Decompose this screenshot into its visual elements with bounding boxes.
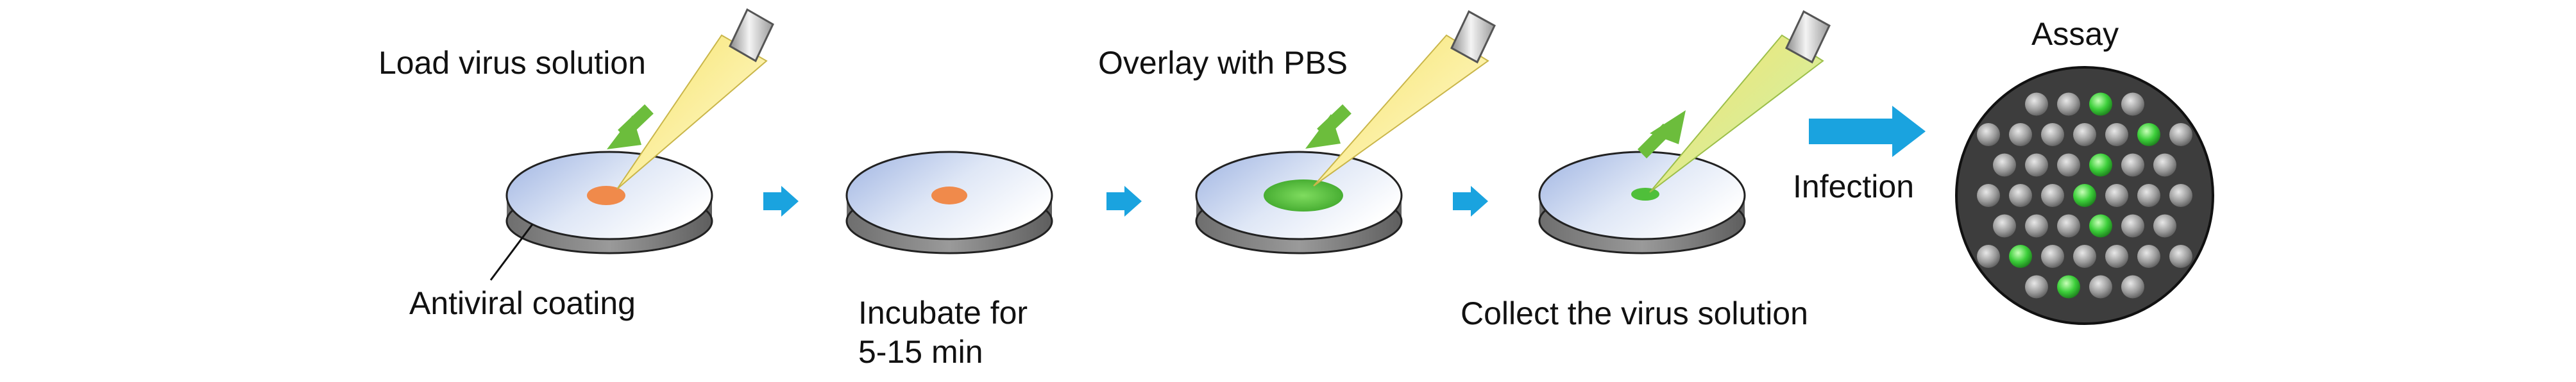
infected-cell [2137, 123, 2160, 146]
arrow-into-disc [1305, 104, 1352, 149]
pipette [1313, 10, 1496, 187]
step-collect: Collect the virus solution [1461, 10, 1831, 331]
step-label-collect: Collect the virus solution [1461, 295, 1808, 331]
uninfected-cell [1977, 184, 2000, 207]
uninfected-cell [2153, 214, 2176, 238]
infected-cell [2073, 184, 2096, 207]
uninfected-cell [2057, 153, 2080, 177]
step-label-overlay: Overlay with PBS [1098, 45, 1348, 81]
uninfected-cell [2089, 275, 2112, 299]
uninfected-cell [2169, 123, 2192, 146]
virus-spot [931, 187, 967, 204]
step-load-virus: Load virus solution Antiviral coating [378, 8, 774, 321]
infected-cell [2089, 153, 2112, 177]
pbs-spot [1264, 179, 1343, 212]
infected-cell [2089, 92, 2112, 116]
infected-cell [2009, 245, 2032, 268]
uninfected-cell [2025, 92, 2048, 116]
blue-arrow [763, 186, 799, 217]
pipette [616, 8, 774, 190]
uninfected-cell [2121, 275, 2144, 299]
step-incubate: Incubate for 5-15 min [845, 151, 1053, 370]
step-label-incubate-line2: 5-15 min [858, 334, 983, 370]
uninfected-cell [2009, 184, 2032, 207]
uninfected-cell [2137, 184, 2160, 207]
uninfected-cell [1977, 123, 2000, 146]
uninfected-cell [2153, 153, 2176, 177]
uninfected-cell [2105, 184, 2128, 207]
uninfected-cell [1993, 153, 2016, 177]
residual-spot [1631, 188, 1659, 201]
assay-label: Assay [2031, 16, 2119, 52]
coating-label: Antiviral coating [409, 285, 636, 321]
uninfected-cell [2057, 214, 2080, 238]
uninfected-cell [1993, 214, 2016, 238]
uninfected-cell [2025, 214, 2048, 238]
virus-spot [587, 186, 625, 205]
uninfected-cell [2041, 245, 2064, 268]
uninfected-cell [2073, 245, 2096, 268]
uninfected-cell [2041, 123, 2064, 146]
infection-arrow [1809, 106, 1926, 157]
cell-field [1977, 92, 2192, 299]
uninfected-cell [2169, 184, 2192, 207]
uninfected-cell [2105, 245, 2128, 268]
assay-plate: Assay [1955, 16, 2214, 325]
uninfected-cell [2169, 245, 2192, 268]
arrow-into-disc [607, 104, 654, 149]
uninfected-cell [2025, 153, 2048, 177]
uninfected-cell [2137, 245, 2160, 268]
arrow-out-of-disc [1637, 110, 1686, 159]
pipette [1649, 10, 1831, 193]
uninfected-cell [1977, 245, 2000, 268]
uninfected-cell [2041, 184, 2064, 207]
uninfected-cell [2057, 92, 2080, 116]
blue-arrow [1453, 186, 1488, 217]
infected-cell [2057, 275, 2080, 299]
step-label-incubate-line1: Incubate for [858, 295, 1028, 331]
uninfected-cell [2009, 123, 2032, 146]
blue-arrow [1106, 186, 1142, 217]
infected-cell [2089, 214, 2112, 238]
uninfected-cell [2073, 123, 2096, 146]
uninfected-cell [2121, 92, 2144, 116]
disc [1538, 151, 1746, 254]
uninfected-cell [2105, 123, 2128, 146]
uninfected-cell [2121, 214, 2144, 238]
coating-leader-line [489, 224, 534, 281]
infection-label: Infection [1793, 169, 1914, 204]
uninfected-cell [2025, 275, 2048, 299]
uninfected-cell [2121, 153, 2144, 177]
step-label-load: Load virus solution [378, 45, 646, 81]
step-overlay-pbs: Overlay with PBS [1098, 10, 1496, 254]
